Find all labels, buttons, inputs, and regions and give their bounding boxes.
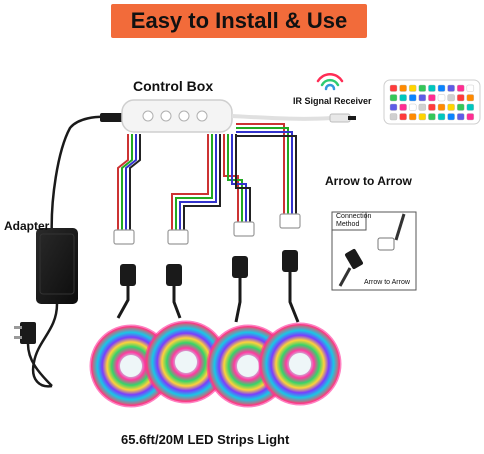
led-reel: [258, 322, 342, 406]
adapter-label: Adapter: [4, 219, 50, 233]
remote-button: [418, 103, 426, 111]
remote-button: [466, 113, 474, 121]
remote-button: [389, 113, 398, 121]
remote-button: [437, 94, 446, 102]
remote-button: [389, 103, 398, 111]
remote-button: [447, 84, 455, 92]
banner-title: Easy to Install & Use: [130, 8, 348, 33]
ir-receiver-label: IR Signal Receiver: [293, 96, 372, 106]
remote-button: [428, 103, 436, 111]
remote-button: [457, 113, 465, 121]
remote-button: [428, 84, 436, 92]
ir-receiver-cable: [231, 113, 356, 123]
remote-button: [447, 113, 455, 121]
remote-button: [399, 84, 407, 92]
remote-button: [466, 94, 474, 102]
signal-icon: [316, 72, 344, 91]
remote-button: [418, 113, 426, 121]
connection-method-label: Connection Method: [336, 213, 372, 228]
remote-button: [437, 84, 446, 92]
adapter-cable: [50, 113, 126, 241]
remote-button: [409, 113, 417, 121]
remote-button: [466, 103, 474, 111]
remote-button: [428, 113, 436, 121]
control-box-label: Control Box: [133, 78, 214, 94]
led-reels: [89, 320, 342, 408]
remote-button: [409, 103, 417, 111]
strip-connectors: [116, 250, 300, 323]
remote-button: [399, 94, 407, 102]
remote-button: [447, 94, 455, 102]
remote-button: [428, 94, 436, 102]
remote-button: [399, 103, 407, 111]
remote-button: [437, 113, 446, 121]
remote-button: [457, 103, 465, 111]
remote-button: [437, 103, 446, 111]
title-banner: Easy to Install & Use: [111, 4, 367, 38]
remote-button: [418, 84, 426, 92]
remote-button: [409, 94, 417, 102]
remote-button: [457, 94, 465, 102]
remote-button: [457, 84, 465, 92]
female-connectors: [113, 213, 301, 245]
inset-arrow-label: Arrow to Arrow: [364, 279, 410, 286]
arrow-to-arrow-label: Arrow to Arrow: [325, 174, 412, 188]
remote-button: [418, 94, 426, 102]
remote-button: [389, 94, 398, 102]
remote-button: [447, 103, 455, 111]
remote-button: [389, 84, 398, 92]
strip-caption: 65.6ft/20M LED Strips Light: [121, 432, 290, 447]
output-cables: [117, 123, 297, 230]
connection-inset: [331, 211, 417, 291]
adapter-icon: [14, 228, 78, 388]
remote-button: [466, 84, 474, 92]
remote-button: [409, 84, 417, 92]
control-box-icon: [121, 99, 233, 133]
remote-control-icon: [383, 79, 481, 125]
remote-button: [399, 113, 407, 121]
